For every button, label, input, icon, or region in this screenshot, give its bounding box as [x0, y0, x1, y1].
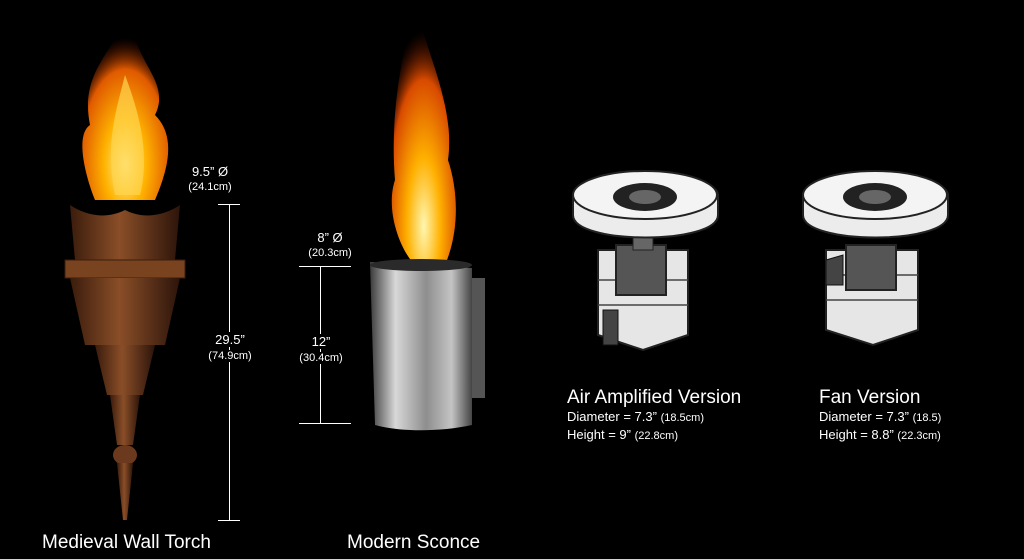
fan-version-diameter: Diameter = 7.3” (18.5) — [819, 409, 941, 424]
torch-caption: Medieval Wall Torch — [42, 532, 211, 553]
air-amplified-height-cm: (22.8cm) — [634, 430, 678, 442]
fan-version-diameter-label: Diameter = 7.3” — [819, 409, 909, 424]
air-amplified-diameter-label: Diameter = 7.3” — [567, 409, 657, 424]
sconce-height-cm: (30.4cm) — [292, 352, 350, 364]
fan-version-height: Height = 8.8” (22.3cm) — [819, 427, 941, 442]
modern-sconce-image — [370, 5, 485, 431]
sconce-diameter-cm: (20.3cm) — [308, 247, 352, 259]
sconce-diameter: 8” Ø — [317, 230, 343, 245]
fan-version-height-cm: (22.3cm) — [897, 430, 941, 442]
torch-dimension-line — [229, 204, 230, 520]
air-amplified-diameter-cm: (18.5cm) — [660, 412, 704, 424]
torch-dimension-bottom-tick — [218, 520, 240, 521]
fan-version-title: Fan Version — [819, 387, 921, 408]
air-amplified-unit-image — [572, 170, 719, 352]
torch-height-cm: (74.9cm) — [195, 350, 265, 362]
air-amplified-height-label: Height = 9” — [567, 427, 631, 442]
fan-version-height-label: Height = 8.8” — [819, 427, 894, 442]
sconce-height: 12” — [292, 334, 350, 349]
torch-height: 29.5” — [195, 332, 265, 347]
fan-version-diameter-cm: (18.5) — [912, 412, 942, 424]
air-amplified-diameter: Diameter = 7.3” (18.5cm) — [567, 409, 704, 424]
sconce-dimension-top-tick — [299, 266, 351, 267]
air-amplified-title: Air Amplified Version — [567, 387, 742, 408]
sconce-dimension-bottom-tick — [299, 423, 351, 424]
torch-diameter: 9.5” Ø — [191, 164, 229, 179]
air-amplified-height: Height = 9” (22.8cm) — [567, 427, 678, 442]
torch-diameter-cm: (24.1cm) — [188, 181, 232, 193]
sconce-caption: Modern Sconce — [347, 532, 481, 553]
fan-unit-image — [802, 170, 949, 347]
medieval-torch-image — [64, 20, 186, 520]
